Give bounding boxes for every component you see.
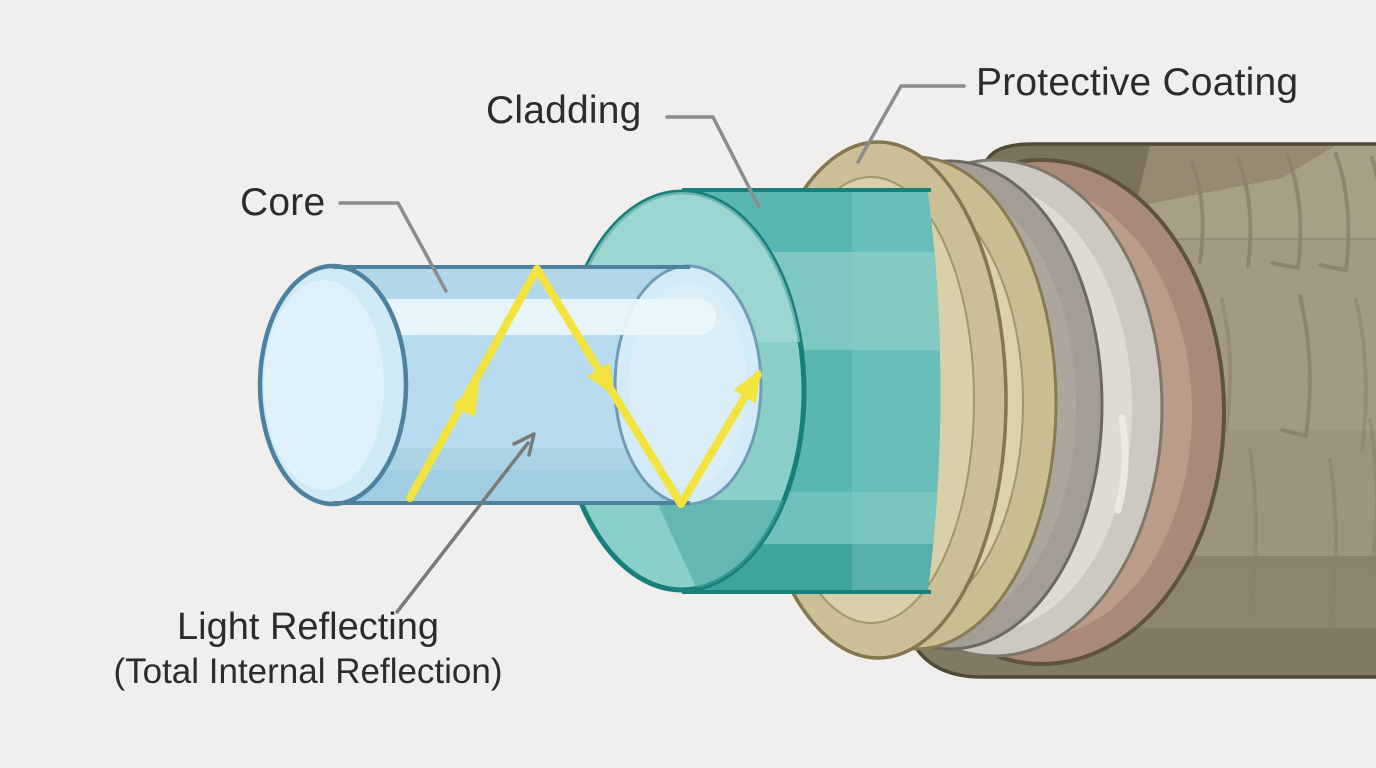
label-total-internal-reflection: (Total Internal Reflection) <box>113 652 503 691</box>
light-ray-arrowhead <box>733 369 762 404</box>
label-core: Core <box>240 181 326 224</box>
annotation-arrow <box>395 432 536 614</box>
label-light-reflecting: Light Reflecting <box>177 606 439 648</box>
core-cylinder <box>257 263 763 507</box>
leader-core <box>338 201 448 293</box>
light-ray-arrowhead <box>587 362 616 397</box>
leader-cladding <box>665 115 761 209</box>
label-protective-coating: Protective Coating <box>976 61 1299 104</box>
light-ray-arrowhead <box>452 383 479 418</box>
label-light-reflecting-block: Light Reflecting (Total Internal Reflect… <box>58 606 558 692</box>
light-ray <box>406 265 762 508</box>
leader-protective-coating <box>856 84 966 164</box>
core-highlight-stripe <box>336 299 716 335</box>
label-cladding: Cladding <box>486 89 642 132</box>
